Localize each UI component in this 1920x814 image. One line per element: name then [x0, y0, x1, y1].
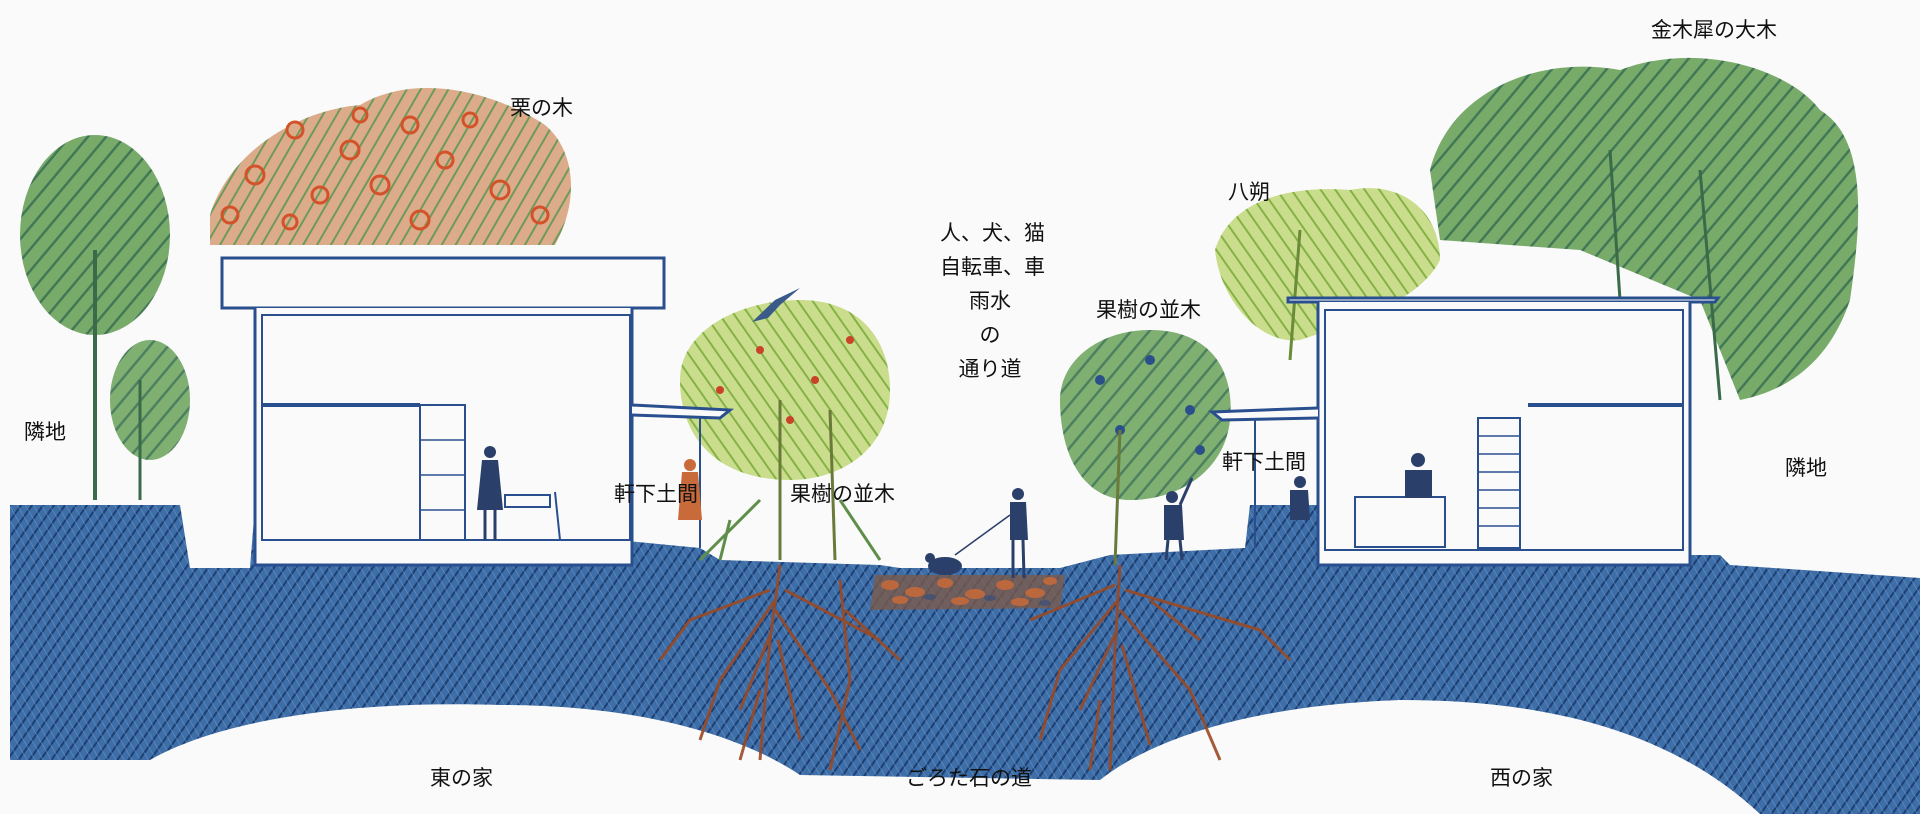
label-east-house: 東の家 [430, 766, 493, 790]
center-caption: 人、犬、猫 自転車、車 雨水 の 通り道 [940, 216, 1045, 386]
label-osmanthus-tree: 金木犀の大木 [1651, 18, 1777, 42]
label-neighbor-left: 隣地 [24, 420, 66, 444]
caption-line-5: 通り道 [958, 357, 1022, 381]
caption-line-2: 自転車、車 [940, 255, 1045, 279]
eaves-person-left [678, 459, 702, 520]
ground [10, 505, 1920, 814]
label-hassaku: 八朔 [1228, 180, 1270, 204]
osmanthus-big-tree [1430, 57, 1859, 401]
caption-line-4: の [979, 323, 1001, 347]
east-house-person [477, 446, 503, 540]
fruit-tree-right [1060, 330, 1231, 566]
roots-left [658, 564, 902, 771]
fruit-tree-left [680, 300, 890, 562]
east-house [220, 256, 735, 567]
roots-right [1029, 564, 1292, 771]
west-house-person [1405, 453, 1432, 498]
bird [752, 288, 800, 322]
label-eaves-left: 軒下土間 [614, 482, 698, 506]
caption-line-3: 雨水 [969, 289, 1011, 313]
label-gravel-path: ごろた石の道 [906, 766, 1032, 790]
neighbor-tree-left [20, 135, 190, 500]
eaves-person-right [1290, 476, 1310, 520]
gravel-stones [870, 575, 1065, 610]
label-fruit-row-right: 果樹の並木 [1096, 298, 1201, 322]
label-chestnut-tree: 栗の木 [510, 96, 573, 120]
label-neighbor-right: 隣地 [1785, 456, 1827, 480]
walker-with-dog [925, 488, 1028, 579]
label-west-house: 西の家 [1490, 766, 1553, 790]
caption-line-1: 人、犬、猫 [940, 221, 1045, 245]
chestnut-tree [210, 87, 572, 245]
label-fruit-row-left: 果樹の並木 [790, 482, 895, 506]
label-eaves-right: 軒下土間 [1222, 450, 1306, 474]
west-house [1207, 296, 1721, 567]
fruit-picker [1164, 477, 1194, 561]
